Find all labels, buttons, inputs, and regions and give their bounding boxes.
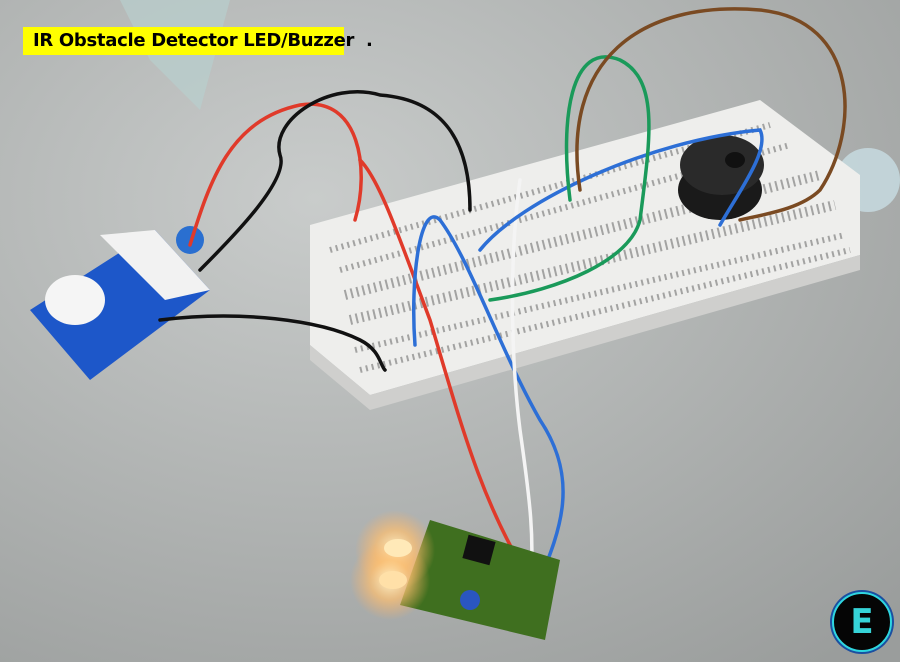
- ir-led-bottom: [379, 571, 407, 589]
- battery-9v: [30, 226, 210, 380]
- ir-sensor-module: [350, 510, 560, 640]
- buzzer: [678, 135, 764, 220]
- jumper-wires: [158, 7, 847, 592]
- ir-led-top: [384, 539, 412, 557]
- title-label: IR Obstacle Detector LED/Buzzer .: [23, 27, 373, 55]
- brand-logo: E: [832, 592, 892, 652]
